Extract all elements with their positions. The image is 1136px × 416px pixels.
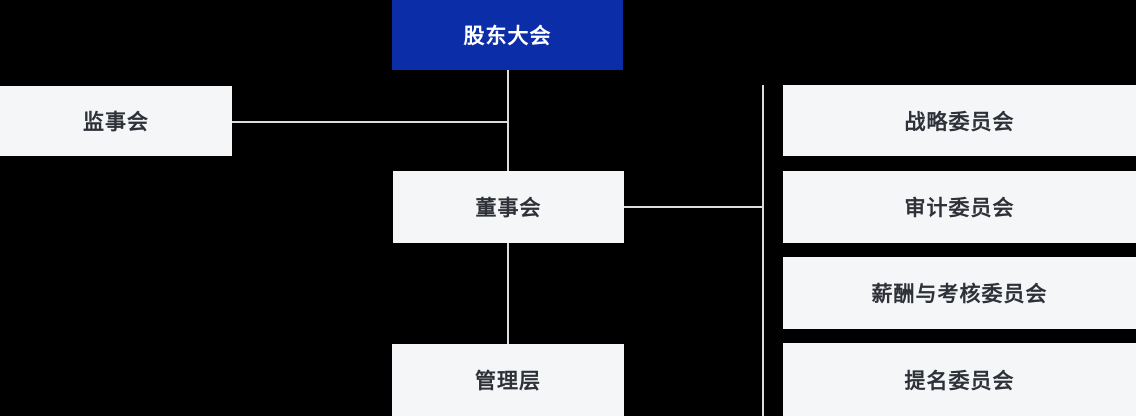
connector-board-to-committees-horizontal — [624, 206, 763, 208]
node-nomination-committee-label: 提名委员会 — [904, 368, 1015, 393]
node-shareholders-meeting-label: 股东大会 — [463, 24, 552, 48]
node-shareholders-meeting: 股东大会 — [392, 0, 623, 70]
node-supervisory-board: 监事会 — [0, 86, 232, 156]
node-strategy-committee-label: 战略委员会 — [904, 109, 1015, 134]
node-audit-committee-label: 审计委员会 — [904, 196, 1015, 220]
node-management: 管理层 — [392, 344, 624, 416]
node-nomination-committee: 提名委员会 — [783, 343, 1136, 416]
node-audit-committee: 审计委员会 — [783, 171, 1136, 243]
connector-supervisory-horizontal — [232, 121, 509, 123]
node-strategy-committee: 战略委员会 — [783, 85, 1136, 156]
connector-board-to-management-vertical — [507, 243, 509, 344]
node-board-of-directors-label: 董事会 — [475, 196, 542, 220]
connector-root-to-board-vertical — [507, 70, 509, 171]
node-compensation-assessment-committee: 薪酬与考核委员会 — [783, 257, 1136, 329]
node-supervisory-board-label: 监事会 — [83, 110, 149, 134]
node-management-label: 管理层 — [475, 369, 541, 393]
node-compensation-assessment-committee-label: 薪酬与考核委员会 — [871, 282, 1048, 306]
connector-committees-vertical — [762, 85, 764, 416]
node-board-of-directors: 董事会 — [393, 171, 624, 243]
